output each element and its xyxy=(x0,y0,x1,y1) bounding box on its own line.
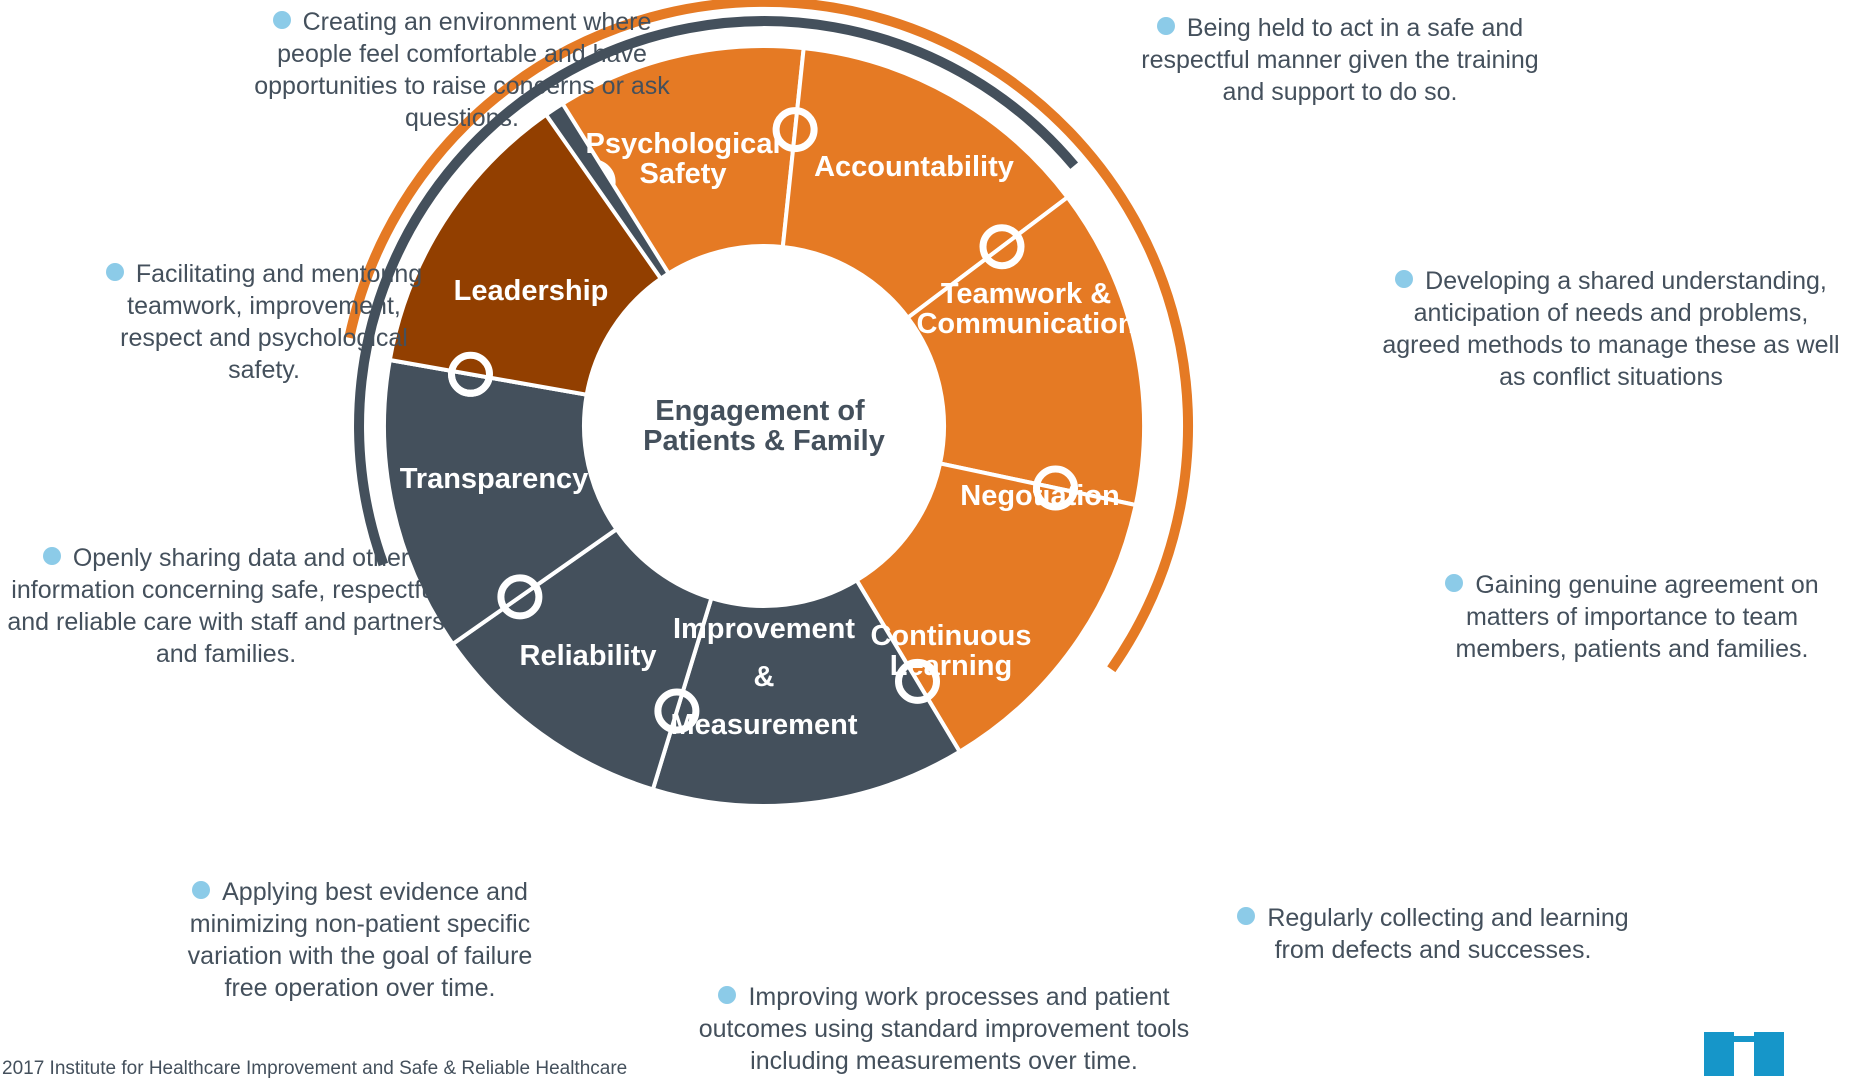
segment-label-accountability: Accountability xyxy=(814,151,1014,183)
segment-label-line: Teamwork & xyxy=(941,278,1111,310)
bullet-icon xyxy=(1237,907,1256,925)
segment-label-transparency: Transparency xyxy=(400,463,589,495)
center-hub xyxy=(584,246,944,606)
segment-label-line: Negotiation xyxy=(960,480,1120,512)
description-continuous-learning: Regularly collecting and learning from d… xyxy=(1218,902,1648,966)
bullet-icon xyxy=(1156,17,1175,35)
center-label-line1: Engagement of xyxy=(655,395,865,427)
copyright-footer: 2017 Institute for Healthcare Improvemen… xyxy=(2,1058,628,1079)
puzzle-knob-teamwork-communication xyxy=(979,224,1025,270)
puzzle-knob-accountability xyxy=(772,107,818,153)
puzzle-knob-continuous-learning xyxy=(895,658,940,704)
center-label: Engagement of Patients & Family xyxy=(643,395,885,457)
description-text: Applying best evidence and minimizing no… xyxy=(187,878,533,1002)
segment-label-line: Leadership xyxy=(454,275,609,307)
bullet-icon xyxy=(192,881,211,899)
bullet-icon xyxy=(1445,574,1464,592)
description-text: Openly sharing data and other informatio… xyxy=(7,544,445,668)
description-text: Improving work processes and patient out… xyxy=(698,983,1190,1075)
segment-label-line: Accountability xyxy=(814,151,1014,183)
bullet-icon xyxy=(42,547,61,565)
bullet-icon xyxy=(1395,270,1414,288)
puzzle-knob-improvement-measurement xyxy=(654,688,700,734)
outer-arc-slate xyxy=(354,16,1079,567)
bullet-icon xyxy=(105,263,124,281)
description-psychological-safety: Creating an environment where people fee… xyxy=(252,6,672,134)
bullet-icon xyxy=(272,11,291,29)
segment-label-line: Measurement xyxy=(671,709,858,741)
description-reliability: Applying best evidence and minimizing no… xyxy=(170,876,550,1004)
segment-label-line: Communication xyxy=(916,308,1135,340)
puzzle-knob-reliability xyxy=(497,574,543,620)
segment-label-line: Safety xyxy=(639,158,726,190)
description-text: Facilitating and mentoring teamwork, imp… xyxy=(120,260,423,384)
bullet-icon xyxy=(718,986,737,1004)
description-accountability: Being held to act in a safe and respectf… xyxy=(1130,12,1550,108)
puzzle-knob-negotiation xyxy=(1033,465,1078,511)
description-text: Regularly collecting and learning from d… xyxy=(1267,904,1629,964)
segment-label-line: Improvement xyxy=(673,613,855,645)
description-text: Gaining genuine agreement on matters of … xyxy=(1455,571,1819,663)
description-transparency: Openly sharing data and other informatio… xyxy=(6,542,446,670)
description-improvement: Improving work processes and patient out… xyxy=(684,981,1204,1077)
segment-label-teamwork-communication: Teamwork &Communication xyxy=(916,278,1135,340)
description-text: Creating an environment where people fee… xyxy=(254,8,670,132)
segment-label-line: Transparency xyxy=(400,463,589,495)
description-text: Being held to act in a safe and respectf… xyxy=(1141,14,1539,106)
description-leadership: Facilitating and mentoring teamwork, imp… xyxy=(84,258,444,386)
outer-arc-orange xyxy=(344,0,1194,673)
segment-label-improvement-measurement: Improvement & Measurement xyxy=(671,613,858,741)
segment-label-line: Reliability xyxy=(520,640,657,672)
description-text: Developing a shared understanding, antic… xyxy=(1382,267,1840,391)
segment-label-line: Learning xyxy=(890,650,1012,682)
segment-label-line: Psychological xyxy=(585,128,780,160)
segment-label-reliability: Reliability xyxy=(520,640,657,672)
center-label-line2: Patients & Family xyxy=(643,425,885,457)
description-teamwork: Developing a shared understanding, antic… xyxy=(1380,265,1842,393)
ihi-logo xyxy=(1704,1024,1784,1076)
segment-label-line: Continuous xyxy=(870,620,1031,652)
puzzle-knob-leadership xyxy=(448,351,493,397)
segment-label-line: & xyxy=(754,661,775,693)
segment-label-negotiation: Negotiation xyxy=(960,480,1120,512)
outer-arcs xyxy=(344,0,1194,673)
segment-label-leadership: Leadership xyxy=(454,275,609,307)
description-negotiation: Gaining genuine agreement on matters of … xyxy=(1422,569,1842,665)
